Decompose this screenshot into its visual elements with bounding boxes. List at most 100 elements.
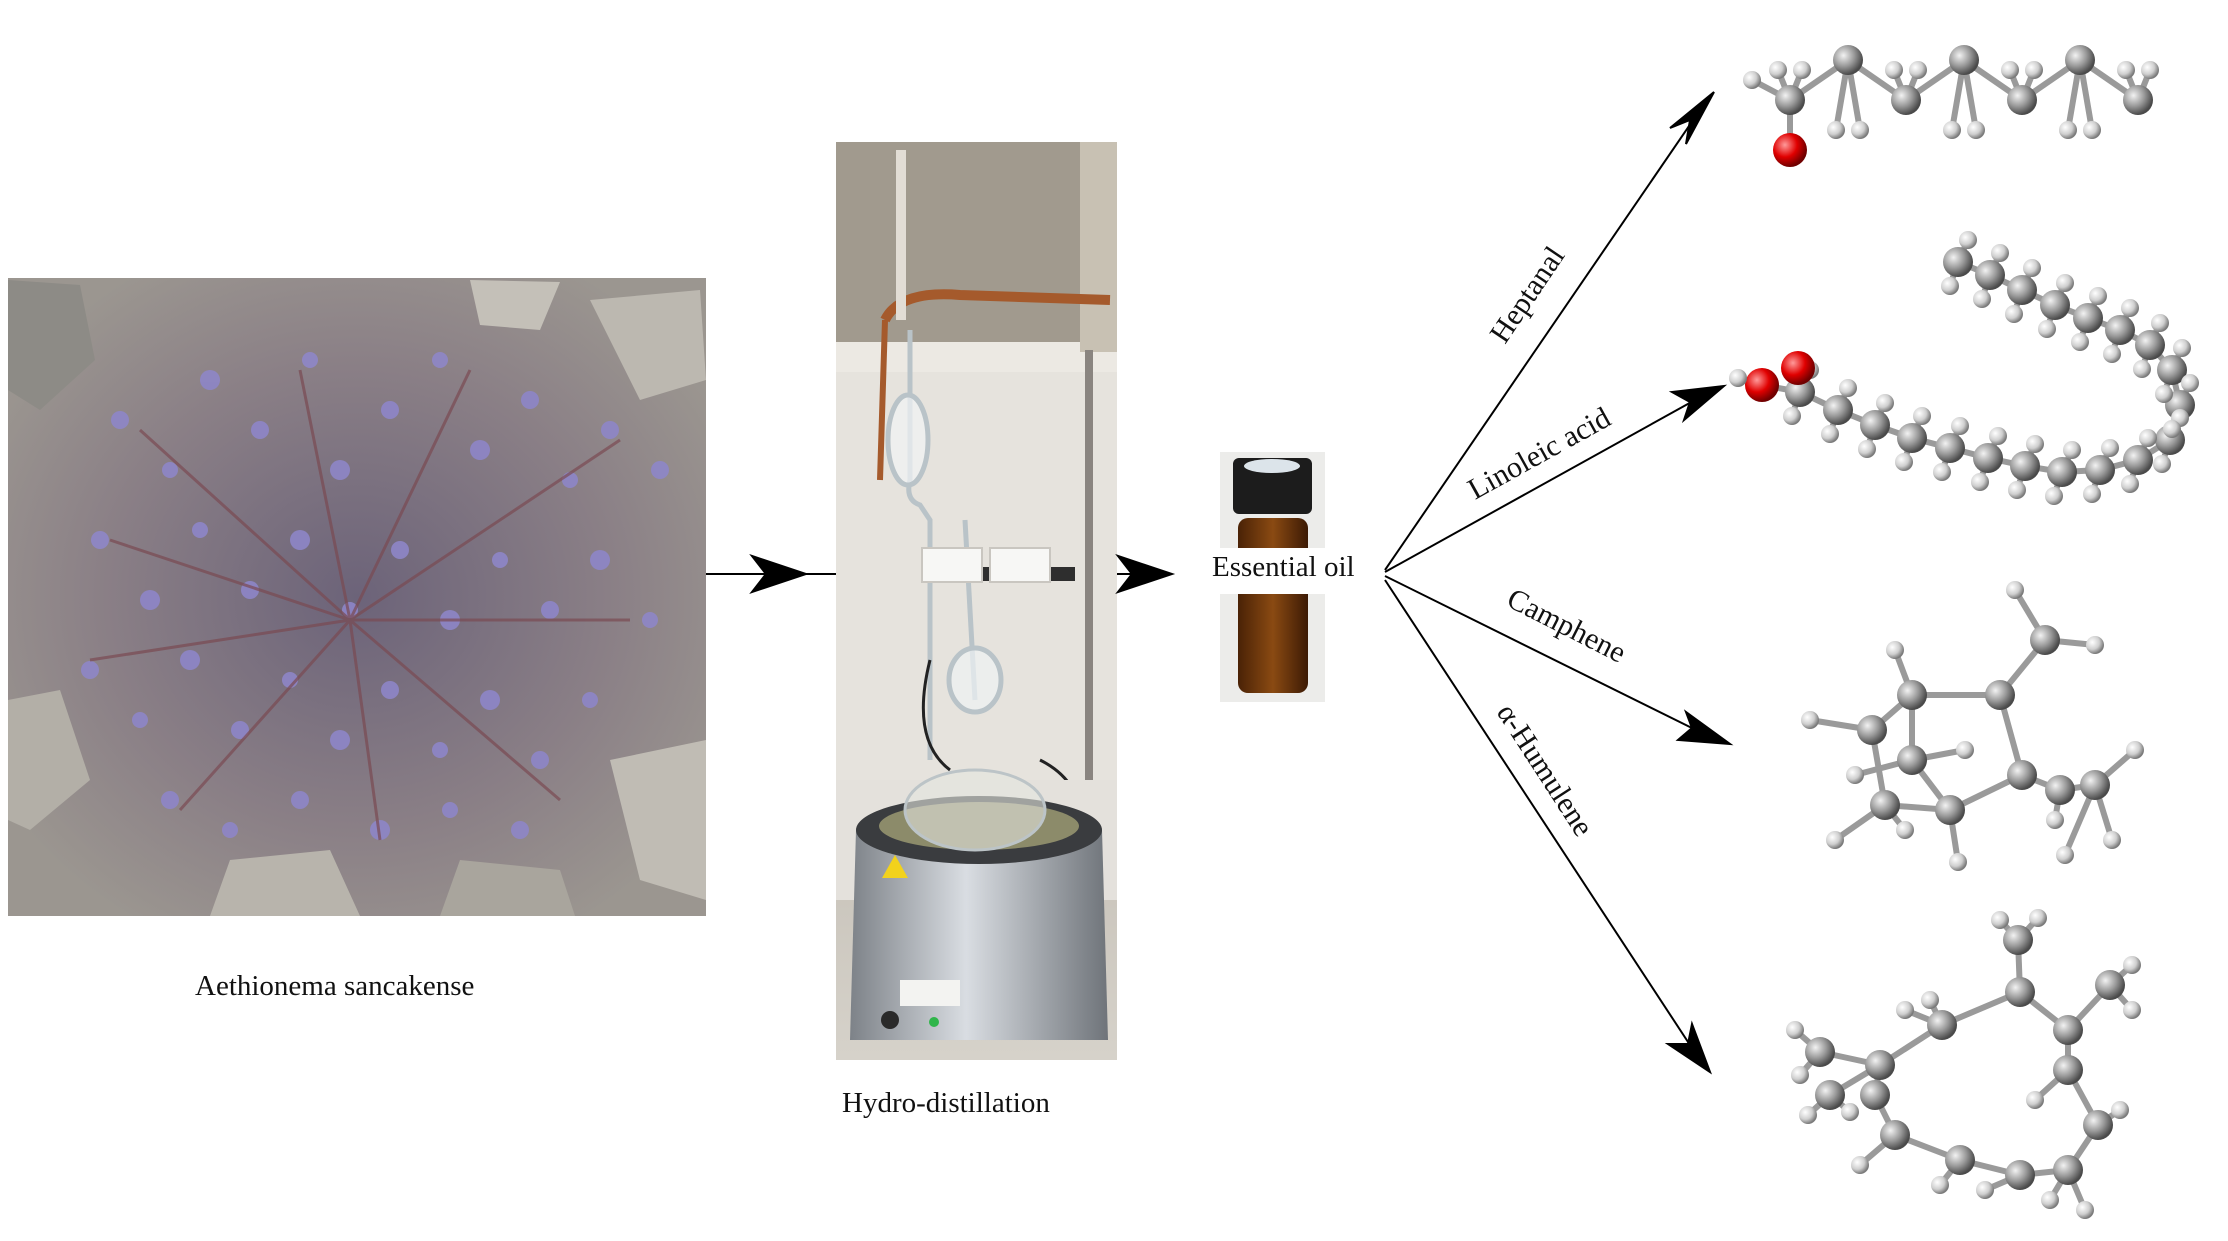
hydrogen-atom: [1839, 379, 1857, 397]
hydrogen-atom: [2155, 385, 2173, 403]
carbon-atom: [2053, 1055, 2083, 1085]
hydrogen-atom: [1971, 473, 1989, 491]
carbon-atom: [2040, 290, 2070, 320]
hydrogen-atom: [1921, 991, 1939, 1009]
hydrogen-atom: [2151, 314, 2169, 332]
hydrogen-atom: [1913, 407, 1931, 425]
carbon-atom: [2073, 303, 2103, 333]
hydrogen-atom: [2046, 811, 2064, 829]
hydrogen-atom: [2181, 374, 2199, 392]
carbon-atom: [1897, 680, 1927, 710]
carbon-atom: [2007, 85, 2037, 115]
carbon-atom: [1897, 423, 1927, 453]
arrow-head-humulene: [1664, 1020, 1713, 1075]
carbon-atom: [2003, 925, 2033, 955]
hydrogen-atom: [1743, 71, 1761, 89]
hydrogen-atom: [2123, 956, 2141, 974]
arrow-head-camphene: [1675, 709, 1734, 746]
glassware: [885, 330, 1004, 760]
hydrogen-atom: [2006, 581, 2024, 599]
hydrogen-atom: [2026, 435, 2044, 453]
hydrogen-atom: [2063, 441, 2081, 459]
hydrogen-atom: [1846, 766, 1864, 784]
hydrogen-atom: [2121, 299, 2139, 317]
carbon-atom: [1785, 377, 1815, 407]
carbon-atom: [1860, 1080, 1890, 1110]
carbon-atom: [1823, 395, 1853, 425]
carbon-atom: [1935, 433, 1965, 463]
hydrogen-atom: [1886, 641, 1904, 659]
carbon-atom: [2123, 445, 2153, 475]
compound-label-heptanal: Heptanal: [1483, 241, 1571, 349]
hydrogen-atom: [2103, 831, 2121, 849]
carbon-atom: [1985, 680, 2015, 710]
carbon-atom: [2045, 775, 2075, 805]
carbon-atom: [2105, 315, 2135, 345]
hydrogen-atom: [2103, 345, 2121, 363]
hydrogen-atom: [1895, 453, 1913, 471]
hydrogen-atom: [1801, 711, 1819, 729]
hydrogen-atom: [2045, 487, 2063, 505]
carbon-atom: [1870, 790, 1900, 820]
oxygen-atom: [1745, 368, 1779, 402]
plant-flowers: [81, 352, 669, 840]
carbon-atom: [1973, 443, 2003, 473]
carbon-atom: [2047, 457, 2077, 487]
plant-photo: [8, 278, 706, 916]
carbon-atom: [1935, 795, 1965, 825]
carbon-atom: [1880, 1120, 1910, 1150]
hydrogen-atom: [1933, 463, 1951, 481]
hydrogen-atom: [2111, 1101, 2129, 1119]
hydrogen-atom: [1851, 121, 1869, 139]
hydrogen-atom: [1827, 121, 1845, 139]
hydrogen-atom: [1951, 417, 1969, 435]
carbon-atom: [1897, 745, 1927, 775]
carbon-atom: [2007, 275, 2037, 305]
hydrogen-atom: [1909, 61, 1927, 79]
distillation-photo: [836, 142, 1117, 1060]
carbon-atom: [2030, 625, 2060, 655]
hydrogen-atom: [2153, 455, 2171, 473]
heating-mantle: [850, 768, 1108, 1040]
hydrogen-atom: [1799, 1106, 1817, 1124]
arrow-head-oil: [1115, 554, 1176, 594]
hydrogen-atom: [1973, 290, 1991, 308]
hydrogen-atom: [1949, 853, 1967, 871]
carbon-atom: [2005, 977, 2035, 1007]
hydrogen-atom: [2008, 481, 2026, 499]
hydrogen-atom: [2121, 475, 2139, 493]
plant-stems: [89, 369, 630, 841]
hydrogen-atom: [2001, 61, 2019, 79]
hydrogen-atom: [2139, 429, 2157, 447]
hydrogen-atom: [2071, 333, 2089, 351]
compound-label-camphene: Camphene: [1502, 582, 1631, 670]
hydrogen-atom: [2056, 846, 2074, 864]
hydrogen-atom: [1943, 121, 1961, 139]
carbon-atom: [2010, 451, 2040, 481]
carbon-atom: [2053, 1015, 2083, 1045]
hydrogen-atom: [1793, 61, 1811, 79]
arrow-head-plant: [749, 554, 810, 594]
heptanal-molecule: [1743, 45, 2159, 167]
carbon-atom: [1927, 1010, 1957, 1040]
hydrogen-atom: [1956, 741, 1974, 759]
carbon-atom: [2005, 1160, 2035, 1190]
carbon-atom: [1815, 1080, 1845, 1110]
carbon-atom: [1865, 1050, 1895, 1080]
carbon-atom: [2080, 770, 2110, 800]
carbon-atom: [2085, 455, 2115, 485]
hydrogen-atom: [1876, 394, 1894, 412]
hydrogen-atom: [2056, 274, 2074, 292]
oxygen-atom: [1773, 133, 1807, 167]
carbon-atom: [1805, 1037, 1835, 1067]
arrow-head-heptanal: [1669, 91, 1715, 145]
carbon-atom: [1949, 45, 1979, 75]
carbon-atom: [2053, 1155, 2083, 1185]
humulene-molecule: [1786, 909, 2141, 1219]
hydrogen-atom: [1826, 831, 1844, 849]
carbon-atom: [2065, 45, 2095, 75]
hydrogen-atom: [2126, 741, 2144, 759]
hydrogen-atom: [1841, 1103, 1859, 1121]
